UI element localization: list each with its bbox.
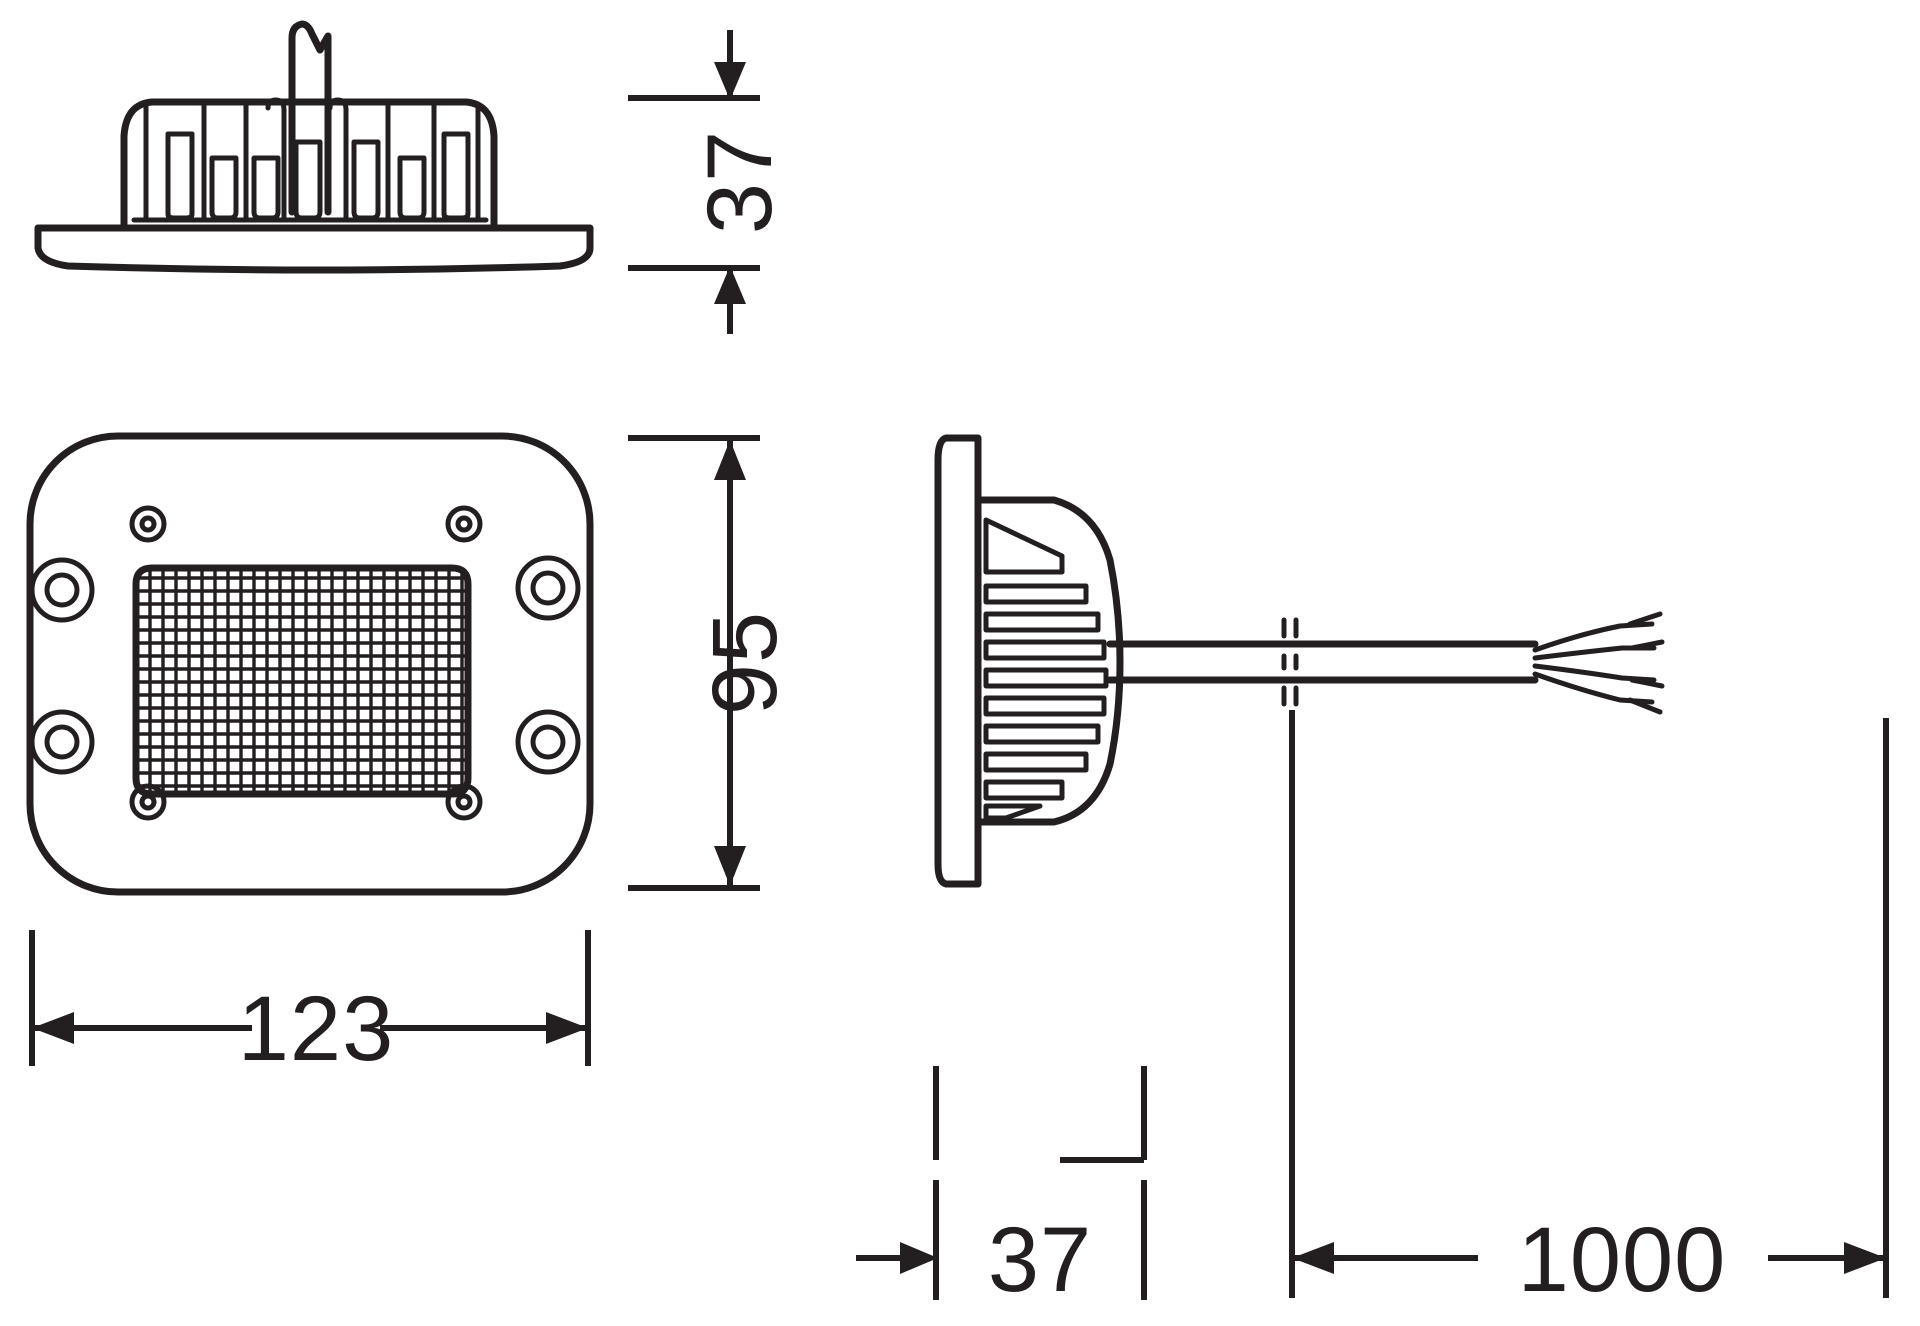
mount-hole-right-bottom — [515, 709, 581, 775]
conductor-tip-1 — [1627, 611, 1663, 627]
screw-hole-bl — [129, 783, 167, 821]
screw-hole-br — [445, 783, 483, 821]
conductor-tip-2 — [1629, 639, 1665, 651]
dimension-cable-length-1000: 1000 — [1289, 710, 1889, 1311]
arrow-right-depth-37 — [900, 1242, 938, 1274]
conductor-2 — [1532, 645, 1657, 661]
conductor-tip-3 — [1629, 677, 1665, 689]
arrow-left-1000 — [1292, 1242, 1334, 1274]
cable-break-symbol — [1281, 617, 1299, 707]
face-bezel-outline — [26, 432, 594, 896]
dim-label-depth-37: 37 — [988, 1209, 1092, 1311]
screw-hole-tl — [129, 505, 167, 543]
arrow-right-123 — [546, 1012, 588, 1044]
dim-label-height-37: 37 — [689, 130, 791, 234]
face-lens-mesh — [138, 570, 466, 792]
dimension-depth-37: 37 — [856, 1066, 1147, 1311]
arrow-left-123 — [32, 1012, 74, 1044]
mount-hole-left-bottom — [29, 709, 95, 775]
arrow-up-37 — [714, 266, 746, 304]
arrow-right-1000 — [1844, 1242, 1886, 1274]
side-elevation-view — [934, 434, 1665, 888]
front-flange-outline — [34, 224, 594, 274]
screw-hole-tr — [445, 505, 483, 543]
face-mounting-holes-large — [29, 555, 581, 775]
front-heatsink-shell — [120, 98, 498, 232]
mount-hole-right-top — [515, 555, 581, 621]
dim-label-face-height-95: 95 — [694, 611, 796, 715]
dimension-face-width-123: 123 — [29, 930, 591, 1080]
side-heatsink-contour — [974, 496, 1124, 826]
conductor-tip-4 — [1627, 697, 1663, 715]
dim-label-cable-length-1000: 1000 — [1518, 1209, 1727, 1311]
side-cable — [1106, 640, 1539, 684]
mount-hole-left-top — [29, 557, 95, 623]
face-view — [26, 432, 594, 896]
dim-label-face-width-123: 123 — [238, 978, 395, 1080]
face-screw-holes-small — [129, 505, 483, 821]
front-heatsink-fins — [143, 97, 481, 221]
arrow-up-95 — [714, 440, 746, 480]
arrow-down-37 — [714, 62, 746, 100]
conductor-1 — [1532, 621, 1655, 653]
dimension-face-height-95: 95 — [628, 435, 796, 891]
front-center-tab — [288, 20, 332, 216]
side-heatsink-fins — [983, 517, 1109, 821]
arrow-down-95 — [714, 846, 746, 886]
conductor-3 — [1532, 663, 1657, 683]
cable-stripped-conductors — [1532, 611, 1665, 715]
side-bezel-plate — [934, 434, 982, 888]
dimension-height-37: 37 — [628, 30, 791, 334]
front-elevation-view — [34, 20, 594, 274]
conductor-4 — [1532, 671, 1655, 705]
